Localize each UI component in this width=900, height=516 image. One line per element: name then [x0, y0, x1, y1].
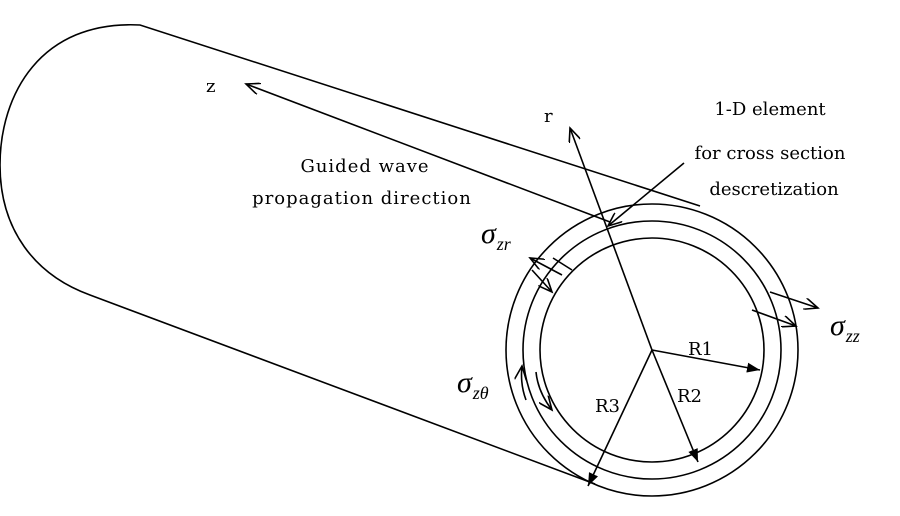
element-label-line1: 1-D element: [714, 99, 826, 120]
element-label-line3: descretization: [709, 179, 839, 200]
r-axis-label: r: [544, 106, 553, 127]
z-axis-arrow: [246, 84, 611, 223]
wave-caption-line1: Guided wave: [300, 156, 429, 177]
sigma-zz-arrow-in: [751, 309, 796, 326]
sigma-zz-arrow-out: [769, 291, 818, 308]
r3-arrow: [587, 349, 653, 487]
sigma-ztheta-arrow-a: [522, 366, 527, 401]
r1-arrow: [651, 349, 761, 373]
r3-label: R3: [595, 396, 620, 417]
sigma-ztheta-label: σzθ: [457, 366, 489, 403]
element-label-line2: for cross section: [695, 143, 846, 164]
wave-caption-line2: propagation direction: [252, 188, 472, 209]
sigma-zr-arrow-a: [530, 258, 563, 276]
sigma-zr-arrow-b: [531, 269, 552, 292]
element-pointer-arrow: [608, 162, 685, 226]
r2-label: R2: [677, 386, 702, 407]
z-axis-label: z: [206, 76, 215, 97]
sigma-ztheta-arrow-b: [535, 371, 552, 410]
sigma-zz-label: σzz: [830, 309, 860, 346]
outer-ring: [505, 203, 799, 497]
sigma-zr-label: σzr: [481, 217, 512, 254]
r1-label: R1: [688, 339, 713, 360]
sigma-zr-arrow-c: [552, 257, 573, 271]
r2-arrow: [651, 349, 699, 463]
pipe-outline: [0, 24, 701, 485]
middle-ring: [522, 220, 782, 480]
r-axis-arrow: [570, 128, 653, 351]
inner-ring: [539, 237, 765, 463]
